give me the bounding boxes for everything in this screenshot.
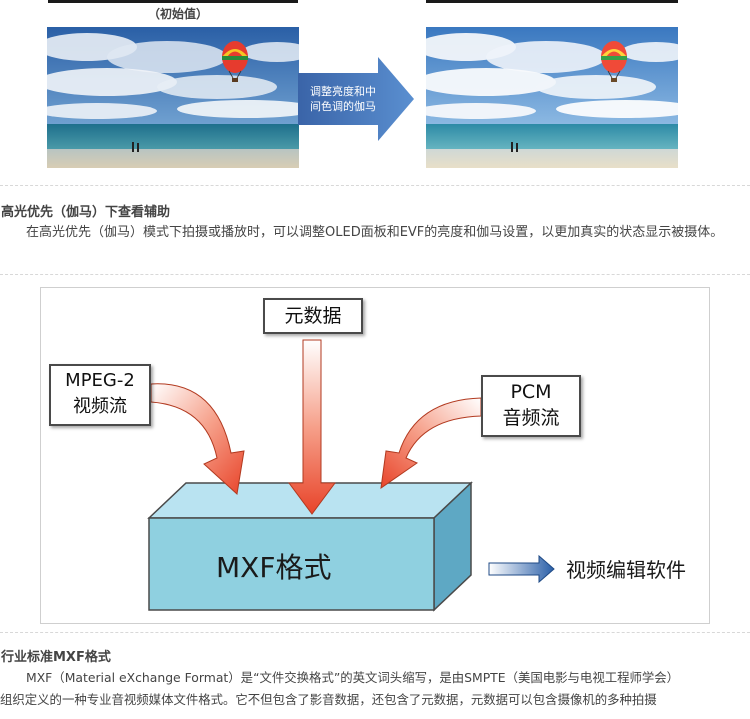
section-body-highlight-priority: 在高光优先（伽马）模式下拍摄或播放时，可以调整OLED面板和EVF的亮度和伽马设…: [26, 225, 724, 240]
pcm-box: PCM 音频流: [481, 375, 581, 437]
pcm-label-line2: 音频流: [502, 407, 560, 429]
mpeg2-box: MPEG-2 视频流: [49, 364, 151, 426]
mxf-format-diagram: 元数据 MPEG-2 视频流 PCM 音频流 MXF格式 视频编辑软件: [40, 287, 710, 624]
mpeg2-label-line1: MPEG-2: [65, 370, 135, 391]
beach-photo-before: [47, 27, 299, 168]
adjustment-arrow-label: 调整亮度和中 间色调的伽马: [300, 84, 386, 114]
hot-air-balloon: [601, 41, 627, 82]
mpeg2-label-line2: 视频流: [73, 396, 127, 417]
beach-photo-after: [426, 27, 678, 168]
initial-value-label: （初始值）: [148, 7, 209, 21]
mxf-body-line1: MXF（Material eXchange Format）是“文件交换格式”的英…: [26, 670, 680, 685]
metadata-label: 元数据: [284, 305, 342, 327]
hot-air-balloon: [222, 41, 248, 82]
divider: [0, 274, 750, 275]
mxf-box: [147, 481, 473, 612]
pcm-arrow: [380, 397, 482, 490]
left-image-top-edge: [48, 0, 298, 3]
divider: [0, 632, 750, 633]
metadata-box: 元数据: [263, 298, 363, 334]
mxf-format-label: MXF格式: [216, 551, 332, 584]
pcm-label-line1: PCM: [510, 381, 552, 403]
mpeg-arrow: [150, 383, 245, 495]
section-heading-mxf: 行业标准MXF格式: [1, 650, 111, 665]
divider: [0, 185, 750, 186]
section-body-mxf: MXF（Material eXchange Format）是“文件交换格式”的英…: [0, 667, 746, 711]
section-heading-highlight-priority: 高光优先（伽马）下查看辅助: [1, 205, 171, 220]
metadata-arrow: [288, 339, 336, 515]
arrow-label-line1: 调整亮度和中: [310, 85, 376, 98]
arrow-label-line2: 间色调的伽马: [310, 100, 376, 113]
output-arrow: [488, 554, 555, 584]
right-image-top-edge: [426, 0, 678, 3]
adjustment-arrow: [298, 57, 414, 141]
mxf-body-line2: 组织定义的一种专业音视频媒体文件格式。它不但包含了影音数据，还包含了元数据，元数…: [0, 692, 657, 707]
video-editor-label: 视频编辑软件: [566, 558, 686, 582]
